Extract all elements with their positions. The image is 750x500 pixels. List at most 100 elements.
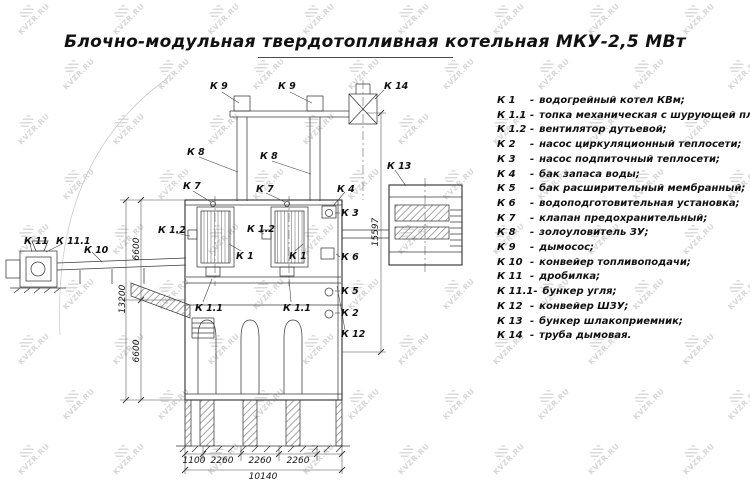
dimension-label: 15597 bbox=[371, 217, 381, 247]
component-label: К 11.1 bbox=[56, 236, 91, 247]
legend-item: К 1.1-топка механическая с шурующей план… bbox=[497, 109, 750, 124]
component-label: К 11 bbox=[24, 236, 49, 247]
legend-item-text: бак расширительный мембранный; bbox=[539, 183, 746, 195]
legend-item: К 2 -насос циркуляционный теплосети; bbox=[497, 138, 749, 153]
legend-item-text: конвейер топливоподачи; bbox=[539, 256, 691, 268]
centerlines bbox=[214, 80, 426, 286]
dimension-label: 6600 bbox=[132, 339, 142, 363]
dimension-label: 13200 bbox=[118, 284, 128, 314]
legend-item-dash: - bbox=[530, 212, 535, 224]
component-label: К 9 bbox=[210, 81, 228, 92]
component-label: К 13 bbox=[387, 161, 412, 172]
legend-item-key: К 7 bbox=[497, 212, 516, 224]
legend-item: К 1.2-вентилятор дутьевой; bbox=[497, 123, 749, 138]
component-label: К 7 bbox=[256, 184, 274, 195]
legend-item-key: К 13 bbox=[497, 315, 523, 327]
component-label: К 8 bbox=[260, 151, 278, 162]
legend-item-key: К 12 bbox=[497, 300, 523, 312]
page-title: Блочно-модульная твердотопливная котельн… bbox=[64, 32, 686, 52]
leader-lines bbox=[29, 89, 407, 331]
legend-item-dash: - bbox=[530, 109, 535, 121]
legend-item-dash: - bbox=[533, 286, 538, 298]
legend-item: К 10-конвейер топливоподачи; bbox=[497, 256, 749, 271]
legend-item-key: К 3 bbox=[497, 153, 516, 165]
equipment-linework bbox=[5, 83, 462, 453]
legend-item-dash: - bbox=[530, 256, 535, 268]
legend-item-dash: - bbox=[530, 168, 535, 180]
legend-item-dash: - bbox=[530, 315, 535, 327]
legend-item-dash: - bbox=[530, 153, 535, 165]
legend-item-key: К 8 bbox=[497, 227, 516, 239]
legend-item-key: К 14 bbox=[497, 330, 523, 342]
legend-item-key: К 11.1 bbox=[497, 286, 534, 298]
legend-item-key: К 2 bbox=[497, 139, 516, 151]
legend-item-text: бункер шлакоприемник; bbox=[539, 315, 683, 327]
legend-item-key: К 1 bbox=[497, 95, 516, 106]
legend-item: К 11-дробилка; bbox=[497, 270, 749, 285]
legend: К 1-водогрейный котел КВм;К 1.1-топка ме… bbox=[497, 94, 750, 344]
legend-item: К 6-водоподготовительная установка; bbox=[497, 197, 749, 212]
legend-item: К 13-бункер шлакоприемник; bbox=[497, 315, 749, 330]
dimension-ticks bbox=[122, 109, 385, 474]
legend-item-dash: - bbox=[530, 227, 535, 239]
component-label: К 9 bbox=[278, 81, 296, 92]
legend-item-dash: - bbox=[530, 124, 535, 136]
legend-item-key: К 4 bbox=[497, 168, 516, 180]
component-label: К 6 bbox=[341, 252, 359, 263]
legend-item-text: водоподготовительная установка; bbox=[539, 197, 740, 209]
legend-item: К 9 -дымосос; bbox=[497, 241, 749, 256]
legend-item: К 4 -бак запаса воды; bbox=[497, 168, 749, 183]
legend-item-text: дымосос; bbox=[539, 242, 595, 254]
legend-item-text: золоуловитель ЗУ; bbox=[539, 227, 649, 239]
component-label: К 4 bbox=[337, 184, 355, 195]
legend-item-text: труба дымовая. bbox=[539, 330, 632, 342]
legend-item-text: бак запаса воды; bbox=[539, 168, 640, 180]
legend-item-key: К 9 bbox=[497, 242, 516, 254]
legend-item: К 5 -бак расширительный мембранный; bbox=[497, 182, 749, 197]
dimension-label: 2260 bbox=[248, 456, 272, 466]
legend-item-dash: - bbox=[530, 300, 535, 312]
legend-item: К 11.1-бункер угля; bbox=[497, 285, 749, 300]
construction-arc bbox=[59, 77, 169, 336]
legend-item-key: К 10 bbox=[497, 256, 523, 268]
component-label: К 5 bbox=[341, 286, 359, 297]
dimension-lines bbox=[120, 112, 386, 474]
component-label: К 1.2 bbox=[158, 225, 186, 236]
component-label: К 2 bbox=[341, 308, 359, 319]
component-label: К 1 bbox=[289, 251, 307, 262]
legend-item-dash: - bbox=[530, 330, 535, 342]
legend-item-text: дробилка; bbox=[539, 271, 601, 283]
dimension-label: 2260 bbox=[286, 456, 310, 466]
legend-item: К 12-конвейер ШЗУ; bbox=[497, 300, 749, 315]
component-label: К 8 bbox=[187, 147, 205, 158]
legend-item-key: К 5 bbox=[497, 183, 516, 195]
legend-item-text: клапан предохранительный; bbox=[539, 212, 708, 224]
legend-item: К 7 -клапан предохранительный; bbox=[497, 212, 749, 227]
component-label: К 7 bbox=[183, 181, 201, 192]
legend-item-dash: - bbox=[530, 95, 535, 106]
legend-item-text: водогрейный котел КВм; bbox=[539, 95, 685, 106]
legend-item-key: К 11 bbox=[497, 271, 523, 283]
dimension-label: 1100 bbox=[182, 456, 206, 466]
legend-item-text: бункер угля; bbox=[542, 286, 617, 298]
legend-item-text: вентилятор дутьевой; bbox=[539, 124, 667, 136]
component-label: К 14 bbox=[384, 81, 409, 92]
legend-item-text: насос подпиточный теплосети; bbox=[539, 153, 720, 165]
legend-item-text: насос циркуляционный теплосети; bbox=[539, 139, 742, 151]
legend-item: К 3 -насос подпиточный теплосети; bbox=[497, 153, 749, 168]
legend-item-dash: - bbox=[530, 242, 535, 254]
legend-item-dash: - bbox=[530, 183, 535, 195]
legend-item-text: топка механическая с шурующей планкой; bbox=[539, 109, 750, 121]
dimension-label: 6600 bbox=[132, 237, 142, 261]
legend-item-key: К 1.1 bbox=[497, 109, 527, 121]
component-label: К 12 bbox=[341, 329, 366, 340]
component-label: К 1 bbox=[236, 251, 254, 262]
legend-item-key: К 1.2 bbox=[497, 124, 527, 136]
legend-item-dash: - bbox=[530, 139, 535, 151]
legend-item: К 14-труба дымовая. bbox=[497, 329, 749, 344]
dimension-label: 10140 bbox=[248, 472, 278, 482]
component-label: К 1.1 bbox=[195, 303, 223, 314]
component-label: К 3 bbox=[341, 208, 359, 219]
